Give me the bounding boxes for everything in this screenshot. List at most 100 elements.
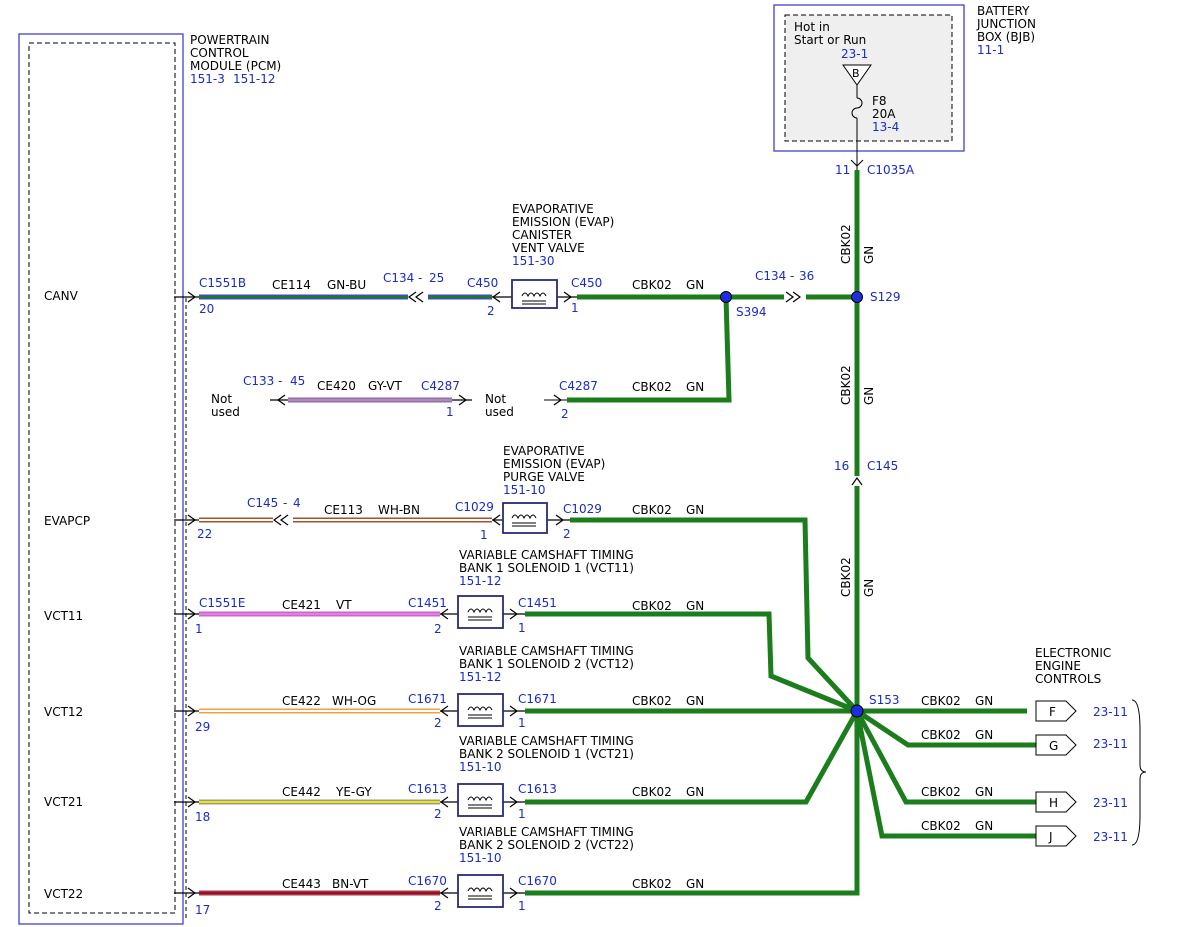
- evapcp-comp-conn[interactable]: C1029: [455, 500, 494, 514]
- purge-ref[interactable]: 151-10: [503, 483, 546, 497]
- splice-s394[interactable]: S394: [736, 305, 767, 319]
- eec-ref-g[interactable]: 23-11: [1093, 737, 1128, 751]
- ce420-pin: 1: [446, 405, 454, 419]
- canv-inline-conn[interactable]: C134: [383, 271, 414, 285]
- vct12-comp-conn[interactable]: C1671: [408, 692, 447, 706]
- eec-g-circuit: CBK02: [921, 728, 961, 742]
- bjb-hot-ref[interactable]: 23-1: [841, 47, 868, 61]
- fuse-icon: [851, 97, 863, 119]
- vct22-comp-conn[interactable]: C1670: [408, 874, 447, 888]
- vct12-pin: 29: [195, 720, 210, 734]
- vct11-comp-conn[interactable]: C1451: [408, 596, 447, 610]
- gn-vert-1: GN: [862, 246, 876, 264]
- ce420-conn[interactable]: C4287: [421, 379, 460, 393]
- pcm-pin-vct11: VCT11: [44, 609, 83, 623]
- bjb-ref[interactable]: 11-1: [977, 43, 1004, 57]
- eec-tag-f[interactable]: F: [1035, 700, 1077, 722]
- ground-labels: CBK02 GN CBK02 GN CBK02 GN C450 1 CBK02 …: [485, 224, 901, 913]
- eec-j-circuit: CBK02: [921, 819, 961, 833]
- vct11-name-2: BANK 1 SOLENOID 1 (VCT11): [459, 561, 634, 575]
- vct21-comp-conn[interactable]: C1613: [408, 782, 447, 796]
- cbk02-vert-1: CBK02: [839, 224, 853, 264]
- vct12-gnd-conn[interactable]: C1671: [518, 692, 557, 706]
- vct11-ref[interactable]: 151-12: [459, 574, 502, 588]
- svg-text:-: -: [418, 271, 422, 285]
- eec-h-color: GN: [975, 785, 993, 799]
- eec-tag-h[interactable]: H: [1035, 791, 1077, 813]
- vct21-ref[interactable]: 151-10: [459, 760, 502, 774]
- eec-ref-f[interactable]: 23-11: [1093, 705, 1128, 719]
- vct22-ref[interactable]: 151-10: [459, 851, 502, 865]
- vct12-ref[interactable]: 151-12: [459, 670, 502, 684]
- components: EVAPORATIVE EMISSION (EVAP) CANISTER VEN…: [457, 202, 634, 908]
- c134-gnd-pin: 36: [799, 269, 814, 283]
- evapcp-circuit: CE113: [324, 503, 363, 517]
- gn-vert-2: GN: [862, 387, 876, 405]
- vct22-gnd-color: GN: [686, 877, 704, 891]
- canister-gnd-pin: 1: [571, 301, 579, 315]
- ce420-inline-pin: 45: [290, 374, 305, 388]
- canv-comp-conn[interactable]: C450: [467, 276, 498, 290]
- ground-network: [525, 170, 1037, 896]
- pcm-title-3: MODULE (PCM): [190, 59, 281, 73]
- vct11-conn[interactable]: C1551E: [199, 596, 246, 610]
- purge-gnd-circuit: CBK02: [632, 503, 672, 517]
- canv-pin: 20: [199, 302, 214, 316]
- purge-name-2: EMISSION (EVAP): [503, 457, 605, 471]
- splice-s129[interactable]: S129: [870, 290, 901, 304]
- purge-name-3: PURGE VALVE: [503, 470, 585, 484]
- vct12-name-2: BANK 1 SOLENOID 2 (VCT12): [459, 657, 634, 671]
- c145-gnd-conn[interactable]: C145: [867, 459, 898, 473]
- vct22-comp-pin: 2: [434, 899, 442, 913]
- canister-gnd-conn[interactable]: C450: [571, 276, 602, 290]
- canister-name-2: EMISSION (EVAP): [512, 215, 614, 229]
- vct12-name-1: VARIABLE CAMSHAFT TIMING: [459, 644, 634, 658]
- eec-ref-j[interactable]: 23-11: [1093, 830, 1128, 844]
- splice-s153[interactable]: S153: [869, 693, 900, 707]
- pcm-ref-2[interactable]: 151-12: [233, 72, 276, 86]
- pcm-module: POWERTRAIN CONTROL MODULE (PCM) 151-3 15…: [18, 33, 281, 925]
- vct22-color: BN-VT: [332, 877, 369, 891]
- eec-ref-h[interactable]: 23-11: [1093, 796, 1128, 810]
- canister-gnd-color: GN: [686, 278, 704, 292]
- c134-gnd-conn[interactable]: C134: [755, 269, 786, 283]
- vct22-solenoid: VARIABLE CAMSHAFT TIMING BANK 2 SOLENOID…: [457, 825, 634, 908]
- vct12-gnd-circuit: CBK02: [632, 694, 672, 708]
- splice-s129-dot: [851, 291, 863, 303]
- eec-tag-j[interactable]: J: [1035, 825, 1077, 847]
- vct11-gnd-color: GN: [686, 599, 704, 613]
- ce420-inline-conn[interactable]: C133: [243, 374, 274, 388]
- eec-tag-f-label: F: [1049, 705, 1056, 719]
- eec-tag-j-label: J: [1048, 830, 1053, 844]
- splice-s394-dot: [720, 291, 732, 303]
- canv-circuit: CE114: [272, 278, 311, 292]
- c145-gnd-pin: 16: [834, 459, 849, 473]
- canv-conn[interactable]: C1551B: [199, 276, 246, 290]
- eec-f-color: GN: [975, 694, 993, 708]
- eec-tag-g[interactable]: G: [1035, 734, 1077, 756]
- vct11-comp-pin: 2: [434, 622, 442, 636]
- solenoid-icon: [502, 502, 548, 534]
- bjb-connector[interactable]: C1035A: [867, 163, 915, 177]
- vct11-gnd-conn[interactable]: C1451: [518, 596, 557, 610]
- vct22-gnd-conn[interactable]: C1670: [518, 874, 557, 888]
- evapcp-comp-pin: 1: [480, 528, 488, 542]
- bjb-title-2: JUNCTION: [976, 17, 1036, 31]
- fuse-ref[interactable]: 13-4: [872, 120, 899, 134]
- vct11-gnd-circuit: CBK02: [632, 599, 672, 613]
- bjb-bus: B: [852, 67, 860, 80]
- evapcp-inline-conn[interactable]: C145: [247, 496, 278, 510]
- eec-f-circuit: CBK02: [921, 694, 961, 708]
- purge-gnd-conn[interactable]: C1029: [563, 502, 602, 516]
- vct21-gnd-conn[interactable]: C1613: [518, 782, 557, 796]
- ce420-color: GY-VT: [368, 379, 402, 393]
- vct11-solenoid: VARIABLE CAMSHAFT TIMING BANK 1 SOLENOID…: [457, 548, 634, 629]
- vct11-name-1: VARIABLE CAMSHAFT TIMING: [459, 548, 634, 562]
- pcm-ref-1[interactable]: 151-3: [190, 72, 225, 86]
- eec-tag-g-label: G: [1049, 739, 1058, 753]
- vct21-comp-pin: 2: [434, 807, 442, 821]
- vct21-gnd-color: GN: [686, 785, 704, 799]
- canister-ref[interactable]: 151-30: [512, 254, 555, 268]
- c4287-gnd-conn[interactable]: C4287: [559, 379, 598, 393]
